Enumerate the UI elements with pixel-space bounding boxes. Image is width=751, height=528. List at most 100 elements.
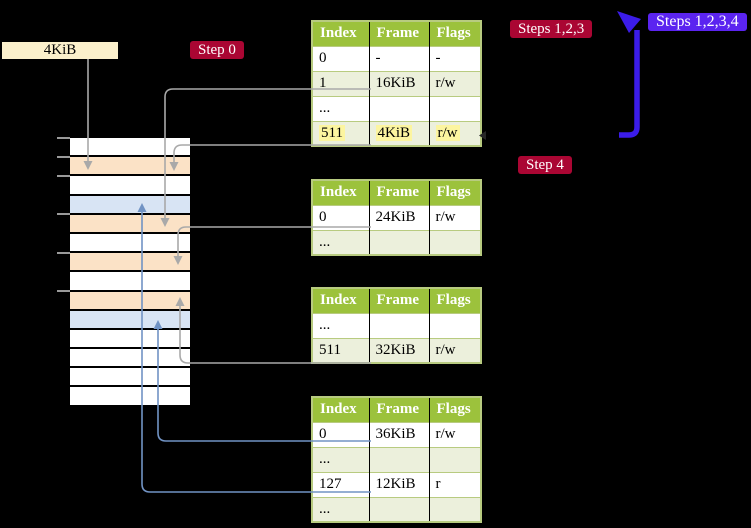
memory-frame-white bbox=[70, 387, 190, 405]
table-cell: 4KiB bbox=[368, 120, 429, 146]
memory-frame-orange bbox=[70, 157, 190, 175]
table-cell: 0 bbox=[312, 45, 369, 71]
column-header: Flags bbox=[428, 21, 481, 46]
column-header: Index bbox=[312, 397, 369, 422]
table-cell bbox=[428, 312, 481, 338]
table-cell: 32KiB bbox=[368, 337, 429, 363]
memory-tick bbox=[57, 156, 70, 158]
table-cell bbox=[368, 95, 429, 121]
table-cell: r/w bbox=[428, 204, 481, 230]
memory-frame-orange bbox=[70, 291, 190, 309]
step-4-badge: Step 4 bbox=[518, 156, 572, 174]
column-header: Frame bbox=[368, 21, 429, 46]
table-cell: r/w bbox=[428, 337, 481, 363]
table-cell: r/w bbox=[428, 120, 481, 146]
memory-tick bbox=[57, 137, 70, 139]
memory-frame-white bbox=[70, 368, 190, 386]
arrowhead-upleft-icon bbox=[617, 11, 641, 33]
column-header: Flags bbox=[428, 288, 481, 313]
highlighted-value: 4KiB bbox=[375, 124, 413, 141]
memory-frame-white bbox=[70, 138, 190, 156]
table-cell bbox=[428, 496, 481, 522]
table-cell: ... bbox=[312, 229, 369, 255]
table-row: ... bbox=[312, 95, 481, 121]
step-0-badge: Step 0 bbox=[190, 41, 244, 59]
column-header: Index bbox=[312, 180, 369, 205]
memory-frame-orange bbox=[70, 214, 190, 232]
steps-1234-badge: Steps 1,2,3,4 bbox=[648, 13, 747, 31]
table-cell bbox=[428, 229, 481, 255]
table-cell: 36KiB bbox=[368, 421, 429, 447]
memory-tick bbox=[57, 252, 70, 254]
memory-frame-white bbox=[70, 329, 190, 348]
column-header: Index bbox=[312, 21, 369, 46]
steps-123-badge: Steps 1,2,3 bbox=[510, 20, 593, 38]
memory-frame-white bbox=[70, 176, 190, 194]
table-cell bbox=[428, 446, 481, 472]
table-cell bbox=[368, 496, 429, 522]
table-row: ... bbox=[312, 229, 481, 255]
table-cell: 127 bbox=[312, 471, 369, 497]
memory-frame-orange bbox=[70, 253, 190, 271]
table-row: 511 4KiB r/w bbox=[312, 120, 481, 146]
table-row: ... bbox=[312, 446, 481, 472]
column-header: Frame bbox=[368, 397, 429, 422]
table-cell: r/w bbox=[428, 421, 481, 447]
highlighted-value: r/w bbox=[435, 124, 460, 141]
column-header: Flags bbox=[428, 397, 481, 422]
frame-size-label: 4KiB bbox=[2, 42, 118, 59]
table-cell bbox=[368, 446, 429, 472]
memory-tick bbox=[57, 213, 70, 215]
memory-tick bbox=[57, 175, 70, 177]
table-cell: 12KiB bbox=[368, 471, 429, 497]
memory-frame-white bbox=[70, 349, 190, 367]
table-cell: ... bbox=[312, 312, 369, 338]
table-cell: ... bbox=[312, 496, 369, 522]
table-cell: - bbox=[368, 45, 429, 71]
table-cell: r/w bbox=[428, 70, 481, 96]
table-cell: 0 bbox=[312, 204, 369, 230]
table-cell: - bbox=[428, 45, 481, 71]
column-header: Index bbox=[312, 288, 369, 313]
table-cell: ... bbox=[312, 446, 369, 472]
memory-frame-white bbox=[70, 233, 190, 252]
table-row: 0-- bbox=[312, 45, 481, 71]
table-row: ... bbox=[312, 312, 481, 338]
table-cell: 16KiB bbox=[368, 70, 429, 96]
steps-loop-arrow bbox=[619, 30, 640, 138]
table-cell: 511 bbox=[312, 337, 369, 363]
column-header: Flags bbox=[428, 180, 481, 205]
table-cell bbox=[428, 95, 481, 121]
table-cell: 24KiB bbox=[368, 204, 429, 230]
memory-frame-white bbox=[70, 272, 190, 290]
column-header: Frame bbox=[368, 288, 429, 313]
table-cell: 1 bbox=[312, 70, 369, 96]
table-cell bbox=[368, 312, 429, 338]
memory-tick bbox=[57, 290, 70, 292]
column-header: Frame bbox=[368, 180, 429, 205]
table-cell: 0 bbox=[312, 421, 369, 447]
table-cell bbox=[368, 229, 429, 255]
memory-stack bbox=[70, 138, 190, 407]
memory-frame-blue bbox=[70, 195, 190, 213]
table-row: ... bbox=[312, 496, 481, 522]
t1-entry511-arrow bbox=[173, 144, 371, 162]
highlighted-value: 511 bbox=[319, 124, 345, 141]
table-cell: r bbox=[428, 471, 481, 497]
table-cell: 511 bbox=[312, 120, 369, 146]
table-cell: ... bbox=[312, 95, 369, 121]
